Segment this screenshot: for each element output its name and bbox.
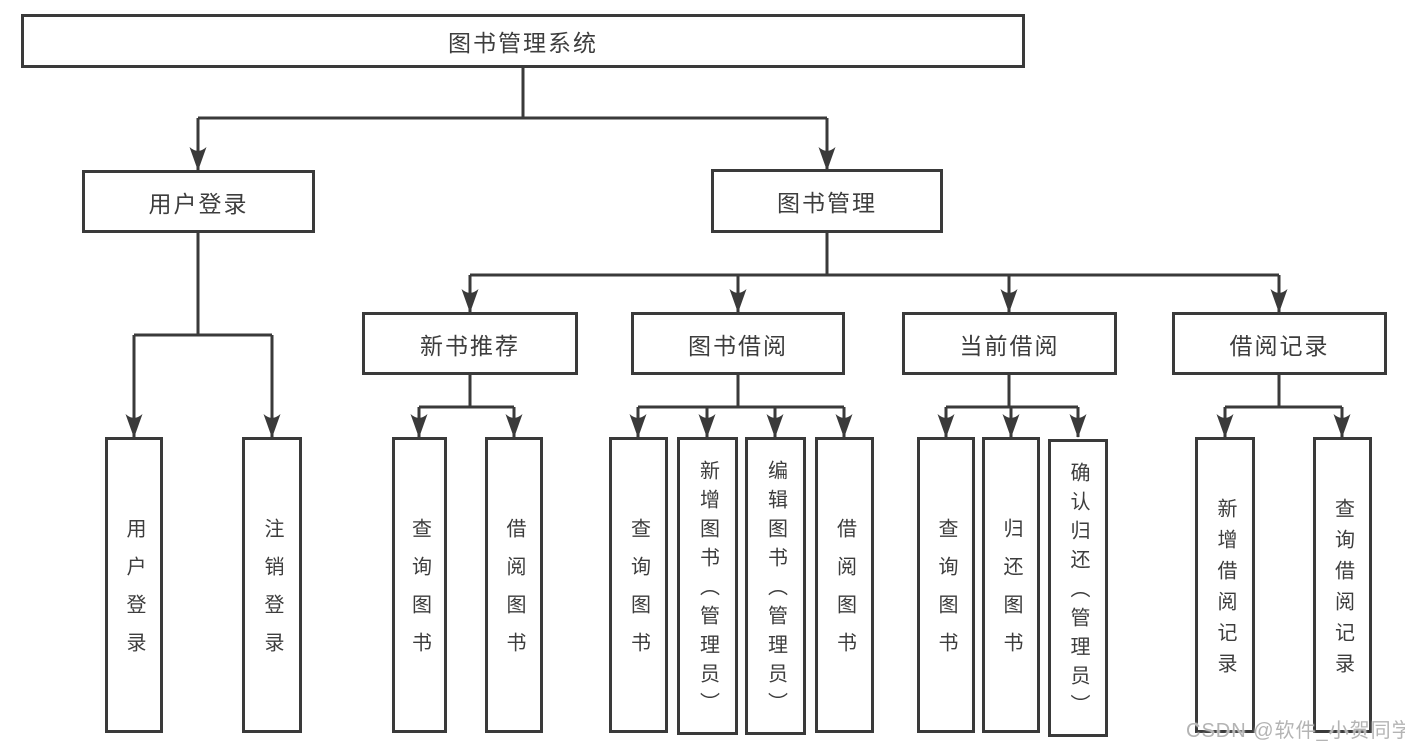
leaf-query-books-current: 查询图书 — [917, 437, 975, 733]
leaf-return-books: 归还图书 — [982, 437, 1040, 733]
leaf-query-borrow-record: 查询借阅记录 — [1313, 437, 1372, 733]
leaf-query-books-recommend: 查询图书 — [392, 437, 447, 733]
leaf-add-book-admin: 新增图书（管理员） — [677, 437, 738, 735]
leaf-add-borrow-record: 新增借阅记录 — [1195, 437, 1255, 733]
node-borrowing-records: 借阅记录 — [1172, 312, 1387, 375]
csdn-watermark: CSDN @软件_小贺同学 — [1186, 720, 1405, 742]
leaf-query-books-borrowing: 查询图书 — [609, 437, 668, 733]
leaf-confirm-return-admin: 确认归还（管理员） — [1048, 439, 1108, 737]
leaf-borrow-books-recommend: 借阅图书 — [485, 437, 543, 733]
node-user-login: 用户登录 — [82, 170, 315, 233]
leaf-edit-book-admin: 编辑图书（管理员） — [745, 437, 806, 735]
leaf-logout-login: 注销登录 — [242, 437, 302, 733]
node-book-management: 图书管理 — [711, 169, 943, 233]
node-library-system-root: 图书管理系统 — [21, 14, 1025, 68]
node-current-borrowing: 当前借阅 — [902, 312, 1117, 375]
leaf-borrow-books-borrowing: 借阅图书 — [815, 437, 874, 733]
node-new-book-recommendation: 新书推荐 — [362, 312, 578, 375]
leaf-user-login: 用户登录 — [105, 437, 163, 733]
node-book-borrowing: 图书借阅 — [631, 312, 845, 375]
